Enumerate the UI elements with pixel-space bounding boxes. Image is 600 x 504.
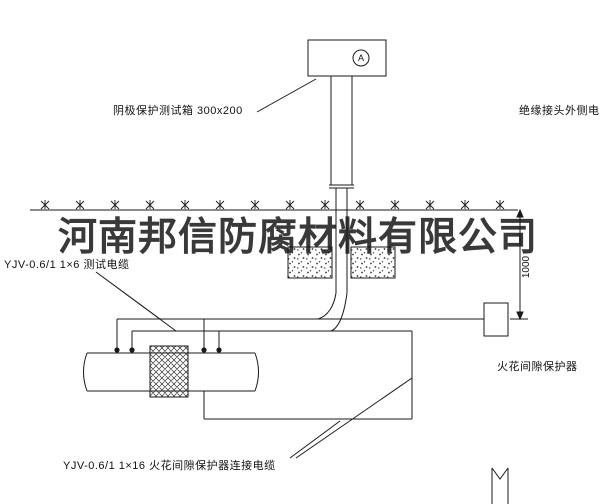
cable-connection-dot	[216, 347, 222, 353]
pipe-break-symbol	[491, 467, 509, 504]
cable-connection-dot	[129, 347, 135, 353]
cable-curve-right	[330, 292, 348, 332]
cable-connection-dots	[114, 347, 222, 353]
connecting-cable-leader-lines	[289, 377, 413, 459]
test-box	[307, 39, 387, 77]
ground-hatch-mark	[40, 199, 50, 210]
label-outer-cable: 绝缘接头外侧电缆	[519, 105, 600, 117]
cable-connection-dot	[114, 347, 120, 353]
cable-curve-left	[317, 292, 337, 320]
pipe-end-right	[254, 352, 259, 392]
ammeter-symbol-circle	[352, 49, 370, 67]
ground-hatch-mark	[75, 199, 85, 210]
ground-hatch-mark	[425, 199, 435, 210]
ground-hatch-mark	[110, 199, 120, 210]
ground-hatch-marks	[40, 199, 505, 210]
dimension-arrows	[516, 208, 524, 321]
label-test-cable: YJV-0.6/1 1×6 测试电缆	[4, 259, 130, 271]
ground-hatch-mark	[285, 199, 295, 210]
spark-gap-protector-box	[483, 302, 509, 337]
ground-hatch-mark	[145, 199, 155, 210]
label-test-box: 阴极保护测试箱 300x200	[113, 105, 243, 117]
ground-hatch-mark	[495, 199, 505, 210]
conduit-lines	[335, 188, 348, 293]
dimension-text: 1000	[521, 255, 532, 278]
label-spark-gap: 火花间隙保护器	[497, 361, 578, 373]
ground-hatch-mark	[355, 199, 365, 210]
test-box-post	[330, 75, 353, 186]
ground-hatch-mark	[320, 199, 330, 210]
ground-hatch-mark	[180, 199, 190, 210]
label-connecting-cable: YJV-0.6/1 1×16 火花间隙保护器连接电缆	[63, 460, 276, 472]
insulating-joint	[149, 345, 189, 398]
cable-connection-dot	[201, 347, 207, 353]
ground-hatch-mark	[250, 199, 260, 210]
cable-risers	[116, 319, 220, 350]
ground-hatch-mark	[215, 199, 225, 210]
post-joint-collar	[329, 184, 354, 189]
foundation-block-right	[350, 246, 396, 279]
ground-hatch-mark	[390, 199, 400, 210]
ammeter-letter: A	[358, 53, 364, 63]
foundation-block-left	[287, 246, 333, 279]
test-cable-leader-lines	[95, 271, 177, 332]
pipe-end-left	[83, 352, 88, 392]
test-box-leader-line	[256, 78, 317, 113]
ground-hatch-mark	[460, 199, 470, 210]
